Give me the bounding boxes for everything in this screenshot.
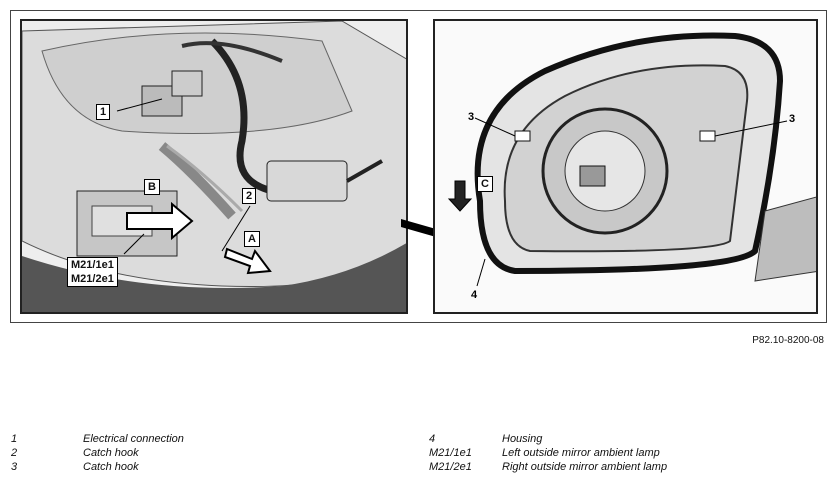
legend-key: M21/2e1 [429, 461, 472, 473]
legend-key: 3 [11, 461, 18, 473]
mirror-illustration [435, 21, 816, 312]
legend-text: Electrical connection [83, 433, 184, 445]
legend-text: Catch hook [83, 461, 139, 473]
callout-c: C [477, 176, 493, 192]
legend-key: 2 [11, 447, 18, 459]
callout-lamp-ids: M21/1e1 M21/2e1 [67, 257, 118, 287]
callout-4: 4 [471, 289, 478, 301]
legend-text: Housing [502, 433, 543, 445]
callout-3-left: 3 [468, 111, 475, 123]
legend-row: M21/2e1 Right outside mirror ambient lamp [429, 460, 667, 474]
legend-row: 1 Electrical connection [11, 432, 184, 446]
callout-3-right: 3 [789, 113, 796, 125]
legend-key: 4 [429, 433, 436, 445]
legend-right: 4 Housing M21/1e1 Left outside mirror ambi… [429, 432, 667, 474]
callout-1: 1 [96, 104, 111, 120]
detail-view-panel: 1 2 B A M21/1e1 M21/2e1 [20, 19, 408, 314]
legend-row: M21/1e1 Left outside mirror ambient lamp [429, 446, 667, 460]
legend-text: Catch hook [83, 447, 139, 459]
callout-m21-2e1: M21/2e1 [71, 273, 114, 285]
legend-key: M21/1e1 [429, 447, 472, 459]
callout-2: 2 [242, 188, 257, 204]
callout-a: A [244, 231, 260, 247]
callout-b: B [144, 179, 160, 195]
legend-row: 2 Catch hook [11, 446, 184, 460]
legend-row: 3 Catch hook [11, 460, 184, 474]
legend-row: 4 Housing [429, 432, 667, 446]
legend-text: Right outside mirror ambient lamp [502, 461, 668, 473]
callout-m21-1e1: M21/1e1 [71, 259, 114, 271]
mirror-overview-panel: 3 3 4 C [433, 19, 818, 314]
legend-key: 1 [11, 433, 18, 445]
figure-frame: 1 2 B A M21/1e1 M21/2e1 [10, 10, 827, 323]
figure-reference: P82.10-8200-08 [752, 335, 824, 346]
legend-text: Left outside mirror ambient lamp [502, 447, 660, 459]
